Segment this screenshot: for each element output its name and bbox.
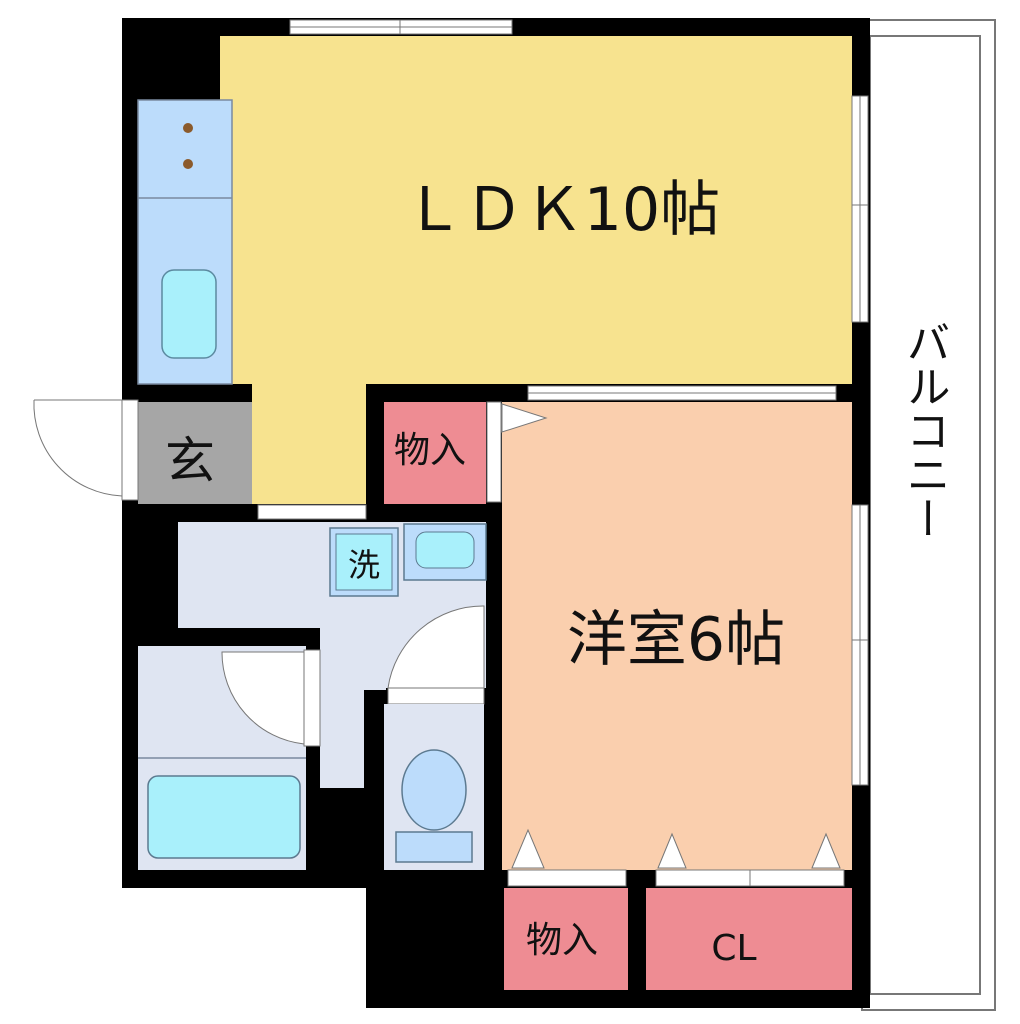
washer-icon <box>329 527 399 597</box>
window-western-right <box>851 504 869 786</box>
storage-top-room <box>384 402 486 504</box>
balcony <box>861 19 996 1011</box>
sliding-door-ldk <box>527 385 837 401</box>
stove-burner-icon <box>183 159 193 169</box>
stove-burner-icon <box>183 123 193 133</box>
storage-top-door <box>486 401 548 503</box>
kitchen-counter <box>137 99 233 385</box>
entrance-room <box>138 402 252 504</box>
opening-ldk-wash <box>257 504 367 520</box>
closet-doors <box>507 828 845 887</box>
toilet-door <box>387 605 485 705</box>
bathroom-door <box>221 649 321 747</box>
sink-icon <box>161 269 217 359</box>
storage-bottom-room <box>504 888 628 990</box>
storage-bottom-label: 物入 <box>526 920 598 961</box>
entrance-door <box>33 399 139 501</box>
closet-label: CL <box>711 928 756 969</box>
wash-basin-icon <box>403 523 487 581</box>
bathtub-icon <box>147 775 301 859</box>
storage-top-label: 物入 <box>394 430 466 471</box>
entrance-label: 玄 <box>165 432 215 490</box>
balcony-label: バルコニー <box>899 320 950 540</box>
washroom-area <box>178 522 486 788</box>
western-room-label: 洋室6帖 <box>567 605 785 675</box>
western-room <box>502 402 852 870</box>
window-ldk-right <box>851 95 869 323</box>
window-top <box>289 19 513 35</box>
ldk-label: ＬＤＫ10帖 <box>404 175 720 245</box>
washer-label: 洗 <box>348 546 380 584</box>
toilet-icon <box>395 749 473 863</box>
ldk-room <box>220 36 852 504</box>
closet-room <box>646 888 852 990</box>
